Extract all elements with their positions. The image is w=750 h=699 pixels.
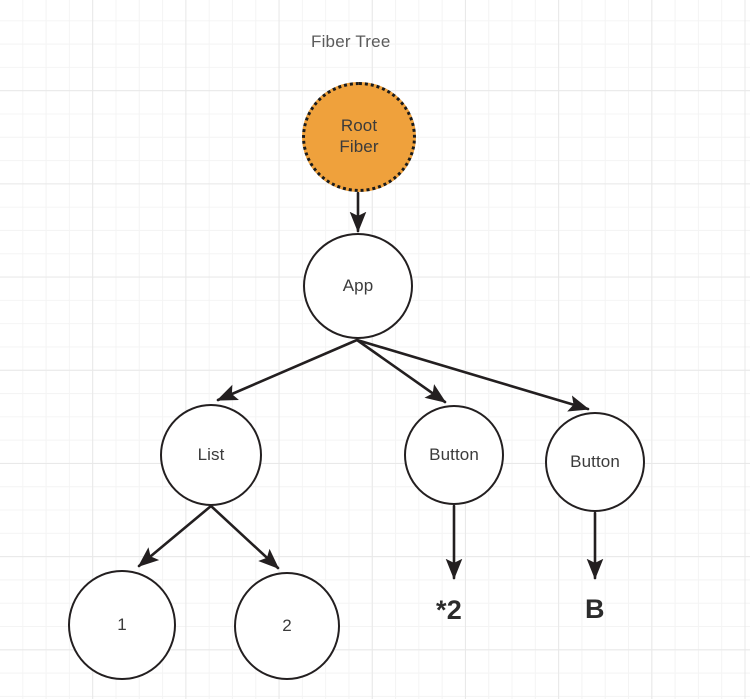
node-item-2[interactable]: 2 xyxy=(234,572,340,680)
node-label-button-b: Button xyxy=(570,451,620,471)
node-button-a[interactable]: Button xyxy=(404,405,504,505)
node-item-1[interactable]: 1 xyxy=(68,570,176,680)
node-label-item-2: 2 xyxy=(282,615,292,635)
edge-app-to-button-b xyxy=(355,338,590,412)
edge-list-to-item-2 xyxy=(209,504,280,570)
edge-app-to-list xyxy=(216,338,359,402)
node-label-app: App xyxy=(342,275,374,295)
text-label-b: B xyxy=(585,594,605,624)
node-app[interactable]: App xyxy=(303,233,413,339)
node-button-b[interactable]: Button xyxy=(545,412,645,512)
node-label-list: List xyxy=(197,444,225,464)
edge-list-to-item-1 xyxy=(137,504,213,568)
node-label-button-a: Button xyxy=(429,444,479,464)
node-list[interactable]: List xyxy=(160,404,262,506)
diagram-title: Fiber Tree xyxy=(311,32,391,51)
edge-app-to-button-a xyxy=(355,338,447,404)
node-label-item-1: 1 xyxy=(117,614,127,634)
text-label-star-2: *2 xyxy=(436,595,463,625)
